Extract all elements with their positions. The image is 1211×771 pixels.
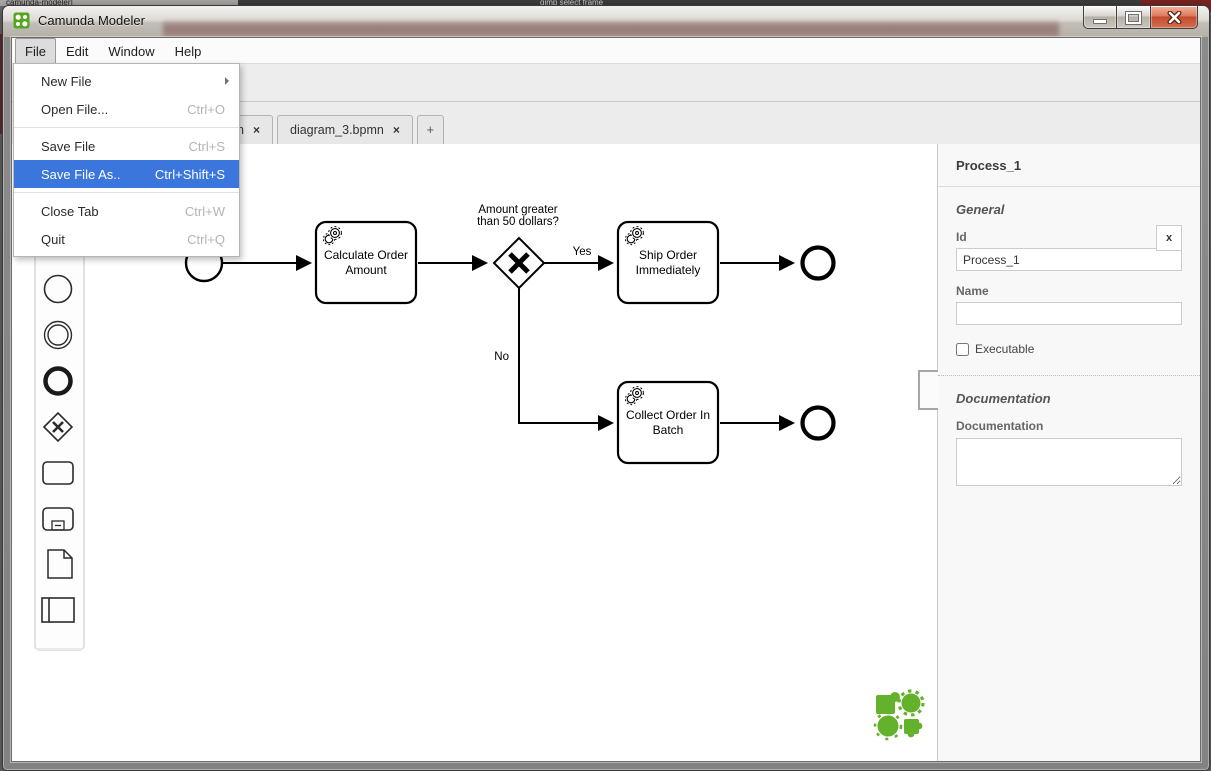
documentation-label: Documentation: [956, 419, 1044, 433]
task-collect-order-in-batch[interactable]: Collect Order In Batch: [616, 380, 720, 465]
id-input[interactable]: [956, 248, 1182, 271]
palette-create-participant-icon[interactable]: [41, 597, 75, 623]
clear-id-button[interactable]: x: [1156, 225, 1182, 251]
divider: [938, 186, 1200, 187]
minimize-icon: [1093, 19, 1107, 24]
task-calculate-order-amount[interactable]: Calculate Order Amount: [314, 220, 418, 305]
id-label: Id: [956, 230, 967, 244]
exclusive-gateway[interactable]: Amount greater than 50 dollars?: [477, 204, 559, 290]
dotted-divider: [938, 375, 1200, 376]
camunda-modeler-window: Camunda Modeler File Edit Window Help n: [2, 5, 1210, 771]
menu-separator: [14, 127, 239, 128]
camunda-logo-icon: [13, 12, 30, 29]
tab-close-icon[interactable]: ×: [252, 123, 260, 137]
palette-create-task-icon[interactable]: [42, 461, 74, 485]
menu-item-open-file[interactable]: Open File... Ctrl+O: [41, 101, 225, 117]
task-label: Batch: [653, 423, 684, 437]
service-task-gear-icon: [624, 226, 644, 246]
flow-no[interactable]: [518, 288, 614, 431]
service-task-gear-icon: [624, 386, 644, 406]
maximize-icon: [1126, 12, 1141, 24]
background-maroon-sliver: [0, 34, 3, 134]
menu-item-new-file[interactable]: New File: [14, 67, 239, 95]
menu-help[interactable]: Help: [174, 43, 202, 59]
tab-label: n: [237, 123, 244, 137]
name-label: Name: [956, 284, 989, 298]
menu-file[interactable]: File: [15, 38, 56, 63]
window-content: File Edit Window Help n × diagram_3.bpmn…: [11, 37, 1201, 762]
palette: [34, 144, 85, 651]
background-window-title-fragment: camunda-modeler]: [0, 0, 238, 6]
executable-checkbox[interactable]: [956, 342, 969, 356]
task-label: Ship Order: [639, 248, 697, 262]
tab-close-icon[interactable]: ×: [392, 123, 400, 137]
new-tab-button[interactable]: +: [416, 115, 444, 144]
palette-create-intermediate-event-icon[interactable]: [43, 320, 73, 350]
maximize-button[interactable]: [1117, 6, 1151, 29]
menu-edit[interactable]: Edit: [65, 43, 89, 59]
properties-panel: Process_1 General Id x Name Execut: [918, 144, 1200, 761]
bpmn-io-logo: [873, 689, 925, 741]
titlebar[interactable]: Camunda Modeler: [3, 6, 1209, 37]
properties-header: Process_1: [956, 158, 1022, 173]
menu-item-close-tab[interactable]: Close Tab Ctrl+W: [41, 203, 225, 219]
submenu-arrow-icon: [225, 77, 229, 85]
menu-window[interactable]: Window: [108, 43, 155, 59]
titlebar-glass-tint: [163, 19, 1059, 37]
gateway-label: Amount greater: [478, 204, 557, 216]
palette-create-data-object-icon[interactable]: [47, 549, 73, 579]
task-label: Immediately: [636, 263, 701, 277]
flow-no-label: No: [494, 351, 509, 363]
palette-create-end-event-icon[interactable]: [43, 366, 73, 396]
name-input[interactable]: [956, 302, 1182, 325]
section-general-title: General: [956, 202, 1005, 217]
window-title: Camunda Modeler: [38, 13, 145, 28]
gateway-label: than 50 dollars?: [477, 216, 559, 228]
close-button[interactable]: [1151, 6, 1198, 29]
executable-label: Executable: [975, 342, 1035, 356]
menu-item-save-file-as[interactable]: Save File As.. Ctrl+Shift+S: [14, 160, 239, 188]
menu-separator: [14, 192, 239, 193]
window-controls: [1083, 6, 1198, 29]
palette-create-gateway-icon[interactable]: [42, 411, 74, 443]
task-label: Amount: [345, 263, 387, 277]
menu-item-quit[interactable]: Quit Ctrl+Q: [41, 231, 225, 247]
file-menu-dropdown: New File Open File... Ctrl+O Save File C…: [13, 63, 240, 257]
task-label: Calculate Order: [324, 248, 408, 262]
task-ship-order-immediately[interactable]: Ship Order Immediately: [616, 220, 720, 305]
palette-create-start-event-icon[interactable]: [43, 274, 73, 304]
minimize-button[interactable]: [1083, 6, 1117, 29]
close-icon: [1167, 10, 1181, 24]
task-label: Collect Order In: [626, 408, 710, 422]
service-task-gear-icon: [322, 226, 342, 246]
end-event-ship[interactable]: [800, 245, 836, 281]
flow-yes-label: Yes: [573, 246, 592, 258]
background-toolbar-title: gimp select frame: [540, 0, 604, 6]
tab-label: diagram_3.bpmn: [290, 123, 384, 137]
properties-panel-toggle[interactable]: [918, 370, 938, 410]
section-documentation-title: Documentation: [956, 391, 1051, 406]
documentation-textarea[interactable]: [956, 438, 1182, 486]
tab-diagram-3[interactable]: diagram_3.bpmn ×: [277, 115, 413, 144]
menu-bar: File Edit Window Help: [12, 38, 1200, 64]
end-event-collect[interactable]: [800, 405, 836, 441]
background-app-strip: camunda-modeler] gimp select frame: [0, 0, 1211, 6]
menu-item-save-file[interactable]: Save File Ctrl+S: [41, 138, 225, 154]
palette-create-subprocess-icon[interactable]: [42, 507, 74, 531]
